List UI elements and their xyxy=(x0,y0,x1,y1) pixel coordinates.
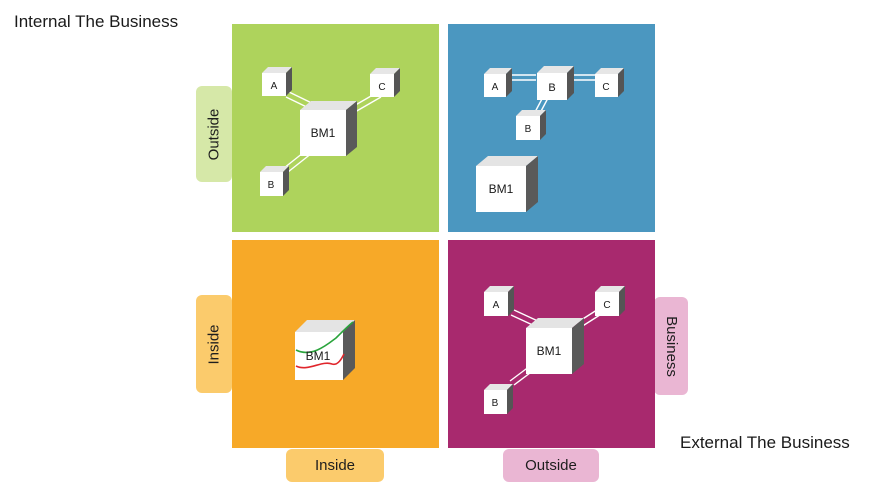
quadrant-outside-internal: A C B BM1 xyxy=(232,24,439,232)
tab-label: Business xyxy=(662,315,680,377)
quadrant-3-diagram: BM1 xyxy=(295,320,355,380)
cube-c: C xyxy=(595,286,625,316)
cube-label: BM1 xyxy=(537,344,562,358)
cube-label: B xyxy=(268,180,275,191)
cube-label: A xyxy=(271,81,278,92)
external-business-label: External The Business xyxy=(680,433,850,452)
cube-b: B xyxy=(260,166,289,196)
cube-label: B xyxy=(492,398,499,409)
quadrant-1-diagram: A C B BM1 xyxy=(260,67,400,196)
cube-bm1: BM1 xyxy=(295,320,355,380)
quadrant-inside-internal: BM1 xyxy=(232,240,439,448)
cube-b-bottom: B xyxy=(516,110,546,140)
quadrant-inside-external: A C B BM1 xyxy=(448,240,655,448)
cube-c: C xyxy=(595,68,624,97)
cube-label: B xyxy=(548,82,555,94)
cube-bm1: BM1 xyxy=(476,156,538,212)
cube-label: B xyxy=(525,124,532,135)
tab-label: Outside xyxy=(205,108,223,160)
tab-business-right: Business xyxy=(654,297,688,395)
tab-label: Inside xyxy=(205,323,223,365)
cube-b: B xyxy=(484,384,513,414)
tab-inside-bottom: Inside xyxy=(286,449,384,482)
cube-label: BM1 xyxy=(489,182,514,196)
tab-inside-left: Inside xyxy=(196,295,232,393)
cube-label: C xyxy=(603,300,610,311)
tab-label: Inside xyxy=(314,457,356,474)
cube-label: A xyxy=(493,300,500,311)
green-curve xyxy=(295,321,354,354)
cube-label: BM1 xyxy=(306,349,331,363)
cube-a: A xyxy=(484,68,512,97)
internal-business-label: Internal The Business xyxy=(14,12,179,31)
tab-outside-left: Outside xyxy=(196,86,232,182)
cube-label: A xyxy=(492,82,499,93)
cube-label: C xyxy=(378,82,385,93)
quadrant-outside-external: A B C B BM1 xyxy=(448,24,655,232)
cube-c: C xyxy=(370,68,400,97)
cube-a: A xyxy=(262,67,292,96)
cube-b-top: B xyxy=(537,66,574,100)
quadrant-2-diagram: A B C B BM1 xyxy=(476,66,624,212)
cube-bm1: BM1 xyxy=(526,318,584,374)
cube-a: A xyxy=(484,286,514,316)
tab-label: Outside xyxy=(525,457,577,474)
cube-bm1: BM1 xyxy=(300,101,357,156)
red-curve xyxy=(295,353,345,369)
quadrant-4-diagram: A C B BM1 xyxy=(484,286,625,414)
cube-label: C xyxy=(602,82,609,93)
tab-outside-bottom: Outside xyxy=(503,449,599,482)
cube-label: BM1 xyxy=(311,126,336,140)
